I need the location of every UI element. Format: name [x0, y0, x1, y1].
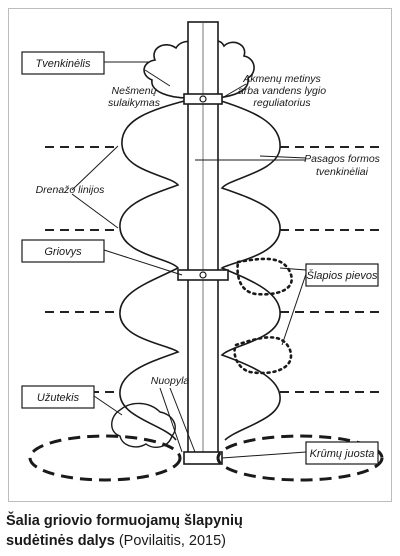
- label-pasagos-2: tvenkinėliai: [316, 166, 369, 178]
- bush-strip-left: [28, 434, 182, 482]
- weir-node: [199, 271, 207, 279]
- wet-meadows: [233, 257, 293, 375]
- wetland-diagram: Tvenkinėlis Nešmenų sulaikymas Akmenų me…: [21, 21, 385, 482]
- label-nuopyla: Nuopyla: [151, 375, 190, 387]
- label-griovys: Griovys: [44, 246, 82, 258]
- label-sulaikymas: sulaikymas: [108, 97, 161, 109]
- label-nesmenu: Nešmenų: [112, 85, 157, 97]
- leader-lines: [71, 61, 307, 459]
- label-tvenkinelis: Tvenkinėlis: [35, 58, 91, 70]
- label-akmenu-1: Akmenų metinys: [242, 73, 321, 85]
- weir-bottom: [183, 451, 223, 465]
- figure-caption: Šalia griovio formuojamų šlapynių sudėti…: [6, 511, 394, 551]
- label-akmenu-2: arba vandens lygio: [238, 85, 326, 97]
- bush-strip: [28, 434, 384, 482]
- label-box-tvenkinelis: [21, 51, 105, 75]
- pond-cloud: [143, 40, 255, 99]
- wet-meadow: [233, 336, 293, 375]
- label-box-uzutekis: [21, 385, 95, 409]
- label-box-krumu: [305, 441, 379, 465]
- label-box-slapios: [305, 263, 379, 287]
- label-uzutekis: Užutekis: [37, 392, 80, 404]
- caption-title-line-2: sudėtinės dalys: [6, 533, 115, 549]
- label-box-griovys: [21, 239, 105, 263]
- caption-citation: (Povilaitis, 2015): [118, 533, 227, 549]
- label-pasagos-1: Pasagos formos: [304, 153, 381, 165]
- label-slapios: Šlapios pievos: [307, 269, 378, 282]
- label-krumu: Krūmų juosta: [310, 448, 375, 460]
- bush-strip-right: [216, 434, 384, 482]
- horseshoe-ponds-outline: [119, 99, 281, 441]
- label-drenazo: Drenažo linijos: [36, 184, 106, 196]
- backwater-cloud: [111, 402, 176, 448]
- weir-node: [199, 95, 207, 103]
- caption-title-line-1: Šalia griovio formuojamų šlapynių: [6, 513, 243, 529]
- wet-meadow: [236, 257, 293, 296]
- label-boxes: [21, 51, 379, 465]
- label-akmenu-3: reguliatorius: [253, 97, 311, 109]
